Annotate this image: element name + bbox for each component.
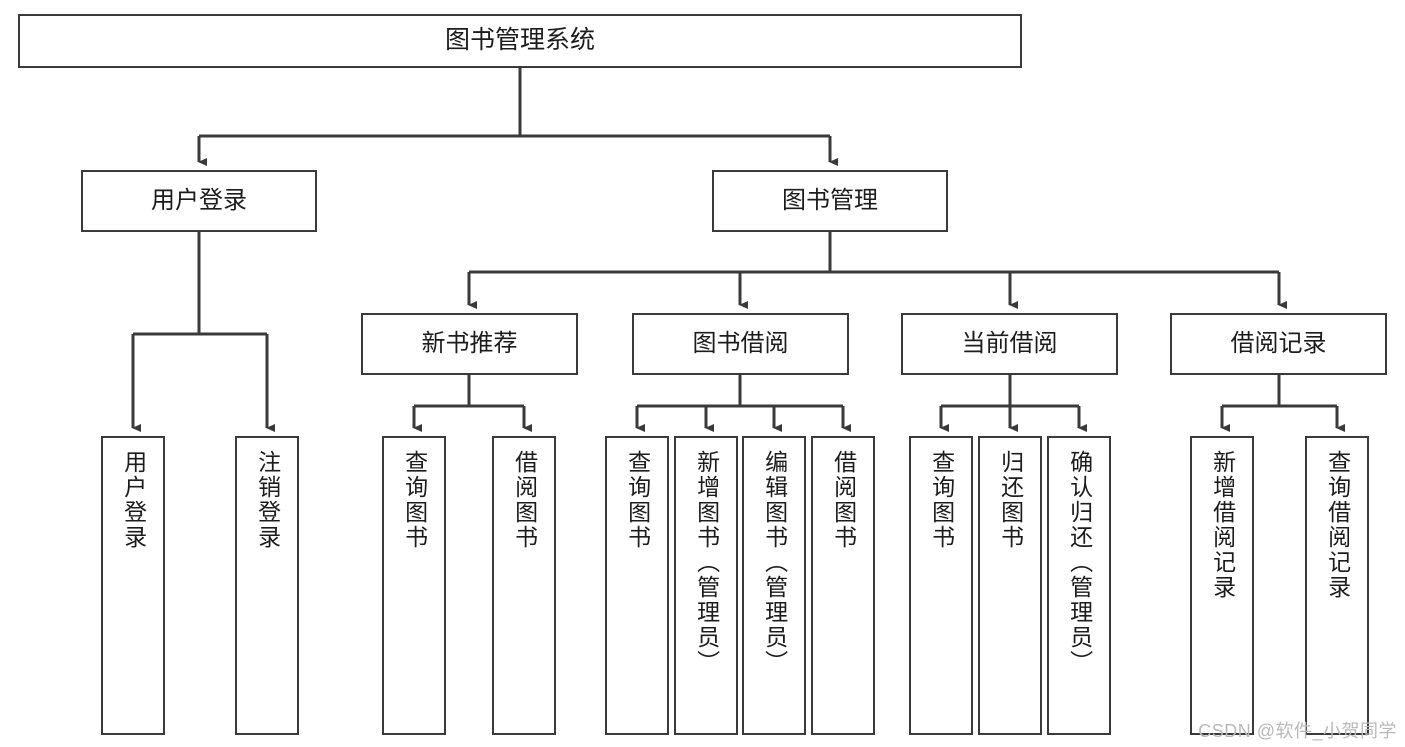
node-leaf-query-book-2[interactable]: 查询图书 (605, 436, 669, 735)
node-leaf-return-book-label: 归还图书 (997, 450, 1024, 550)
node-leaf-confirm-return[interactable]: 确认归还（管理员） (1047, 436, 1111, 735)
node-leaf-query-book-3-label: 查询图书 (928, 450, 955, 550)
node-new-book-recommend[interactable]: 新书推荐 (361, 313, 578, 375)
node-book-borrow[interactable]: 图书借阅 (632, 313, 849, 375)
node-root[interactable]: 图书管理系统 (18, 14, 1022, 68)
node-leaf-borrow-book-1[interactable]: 借阅图书 (492, 436, 556, 735)
node-book-management[interactable]: 图书管理 (712, 170, 948, 232)
node-leaf-confirm-return-label: 确认归还（管理员） (1066, 450, 1093, 675)
node-leaf-add-record-label: 新增借阅记录 (1209, 450, 1236, 600)
node-leaf-query-book-1-label: 查询图书 (401, 450, 428, 550)
node-leaf-user-login[interactable]: 用户登录 (101, 436, 165, 735)
watermark-text: CSDN @软件_小贺同学 (1198, 721, 1397, 741)
node-leaf-query-record[interactable]: 查询借阅记录 (1305, 436, 1369, 735)
node-user-login[interactable]: 用户登录 (81, 170, 317, 232)
node-book-borrow-label: 图书借阅 (692, 329, 789, 357)
node-book-management-label: 图书管理 (782, 186, 878, 214)
node-leaf-query-book-3[interactable]: 查询图书 (909, 436, 973, 735)
node-leaf-query-book-1[interactable]: 查询图书 (382, 436, 446, 735)
node-leaf-logout-login-label: 注销登录 (254, 450, 281, 550)
node-current-borrow[interactable]: 当前借阅 (901, 313, 1118, 375)
node-root-label: 图书管理系统 (444, 26, 595, 55)
node-user-login-label: 用户登录 (151, 186, 247, 214)
node-leaf-borrow-book-2[interactable]: 借阅图书 (811, 436, 875, 735)
node-leaf-edit-book-label: 编辑图书（管理员） (761, 450, 788, 675)
node-new-book-recommend-label: 新书推荐 (421, 329, 518, 357)
node-leaf-return-book[interactable]: 归还图书 (978, 436, 1042, 735)
node-leaf-edit-book[interactable]: 编辑图书（管理员） (742, 436, 806, 735)
node-leaf-logout-login[interactable]: 注销登录 (235, 436, 299, 735)
node-leaf-query-record-label: 查询借阅记录 (1324, 450, 1351, 600)
node-leaf-add-book[interactable]: 新增图书（管理员） (674, 436, 738, 735)
node-current-borrow-label: 当前借阅 (961, 329, 1058, 357)
node-leaf-add-book-label: 新增图书（管理员） (693, 450, 720, 675)
node-leaf-borrow-book-2-label: 借阅图书 (830, 450, 857, 550)
node-borrow-record[interactable]: 借阅记录 (1170, 313, 1387, 375)
node-leaf-add-record[interactable]: 新增借阅记录 (1190, 436, 1254, 735)
node-borrow-record-label: 借阅记录 (1230, 329, 1327, 357)
node-leaf-user-login-label: 用户登录 (120, 450, 147, 550)
node-leaf-query-book-2-label: 查询图书 (624, 450, 651, 550)
node-leaf-borrow-book-1-label: 借阅图书 (511, 450, 538, 550)
